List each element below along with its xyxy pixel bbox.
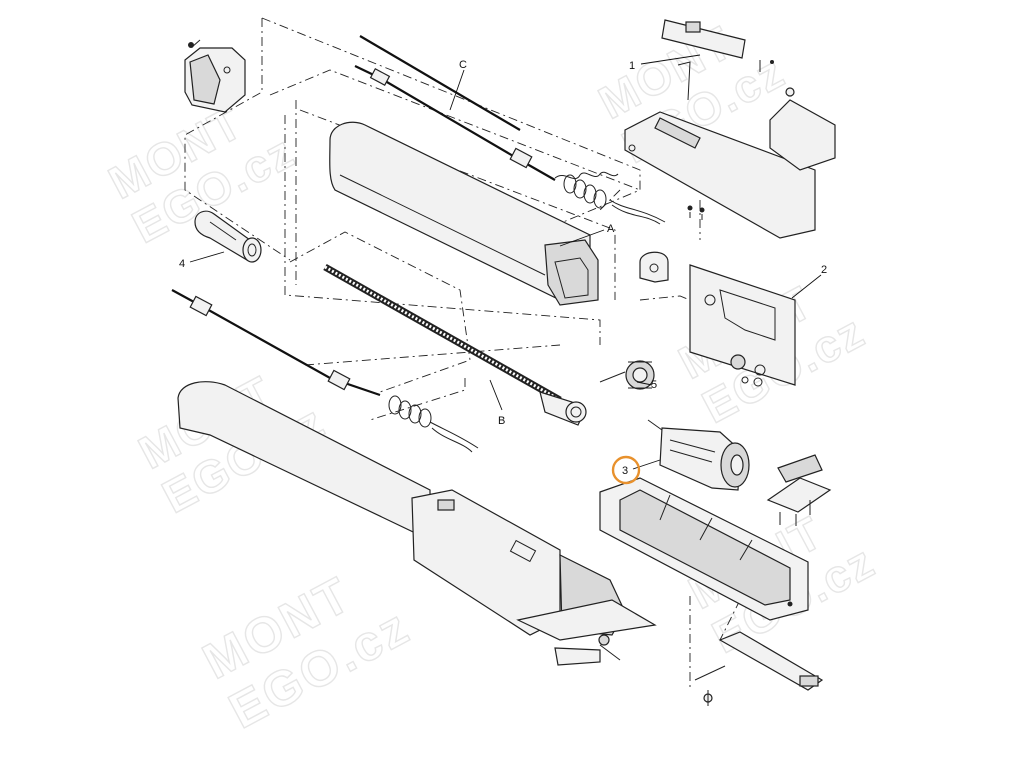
lower-cable-part xyxy=(171,289,479,453)
end-cap-part xyxy=(184,39,246,113)
label-part-4: 4 xyxy=(179,258,185,270)
bushing-4-part xyxy=(194,210,262,263)
leader-lines xyxy=(189,54,822,470)
label-part-3: 3 xyxy=(622,465,628,477)
screw-shaft-b-part xyxy=(323,263,587,426)
screws-group xyxy=(628,60,774,387)
motor-housing-part xyxy=(599,477,809,621)
cable-c-part xyxy=(354,35,666,225)
label-part-c: C xyxy=(459,59,467,71)
label-part-b: B xyxy=(498,415,505,427)
highlight-ring-part-3 xyxy=(611,455,641,485)
label-part-a: A xyxy=(607,223,615,235)
assembly-guides xyxy=(184,17,741,690)
label-part-2: 2 xyxy=(821,264,827,276)
bracket-part xyxy=(639,251,669,283)
gear-5-part xyxy=(599,360,655,390)
label-part-1: 1 xyxy=(629,60,635,72)
actuator-body-part xyxy=(177,381,657,666)
cover-tube-a-part xyxy=(329,121,599,306)
mounting-plate-2-part xyxy=(689,264,796,386)
bottom-bracket-part xyxy=(694,631,824,706)
label-part-5: 5 xyxy=(651,379,657,391)
top-cover-1-part xyxy=(624,19,836,239)
terminal-block-part xyxy=(766,454,832,526)
motor-3-part xyxy=(647,419,750,491)
